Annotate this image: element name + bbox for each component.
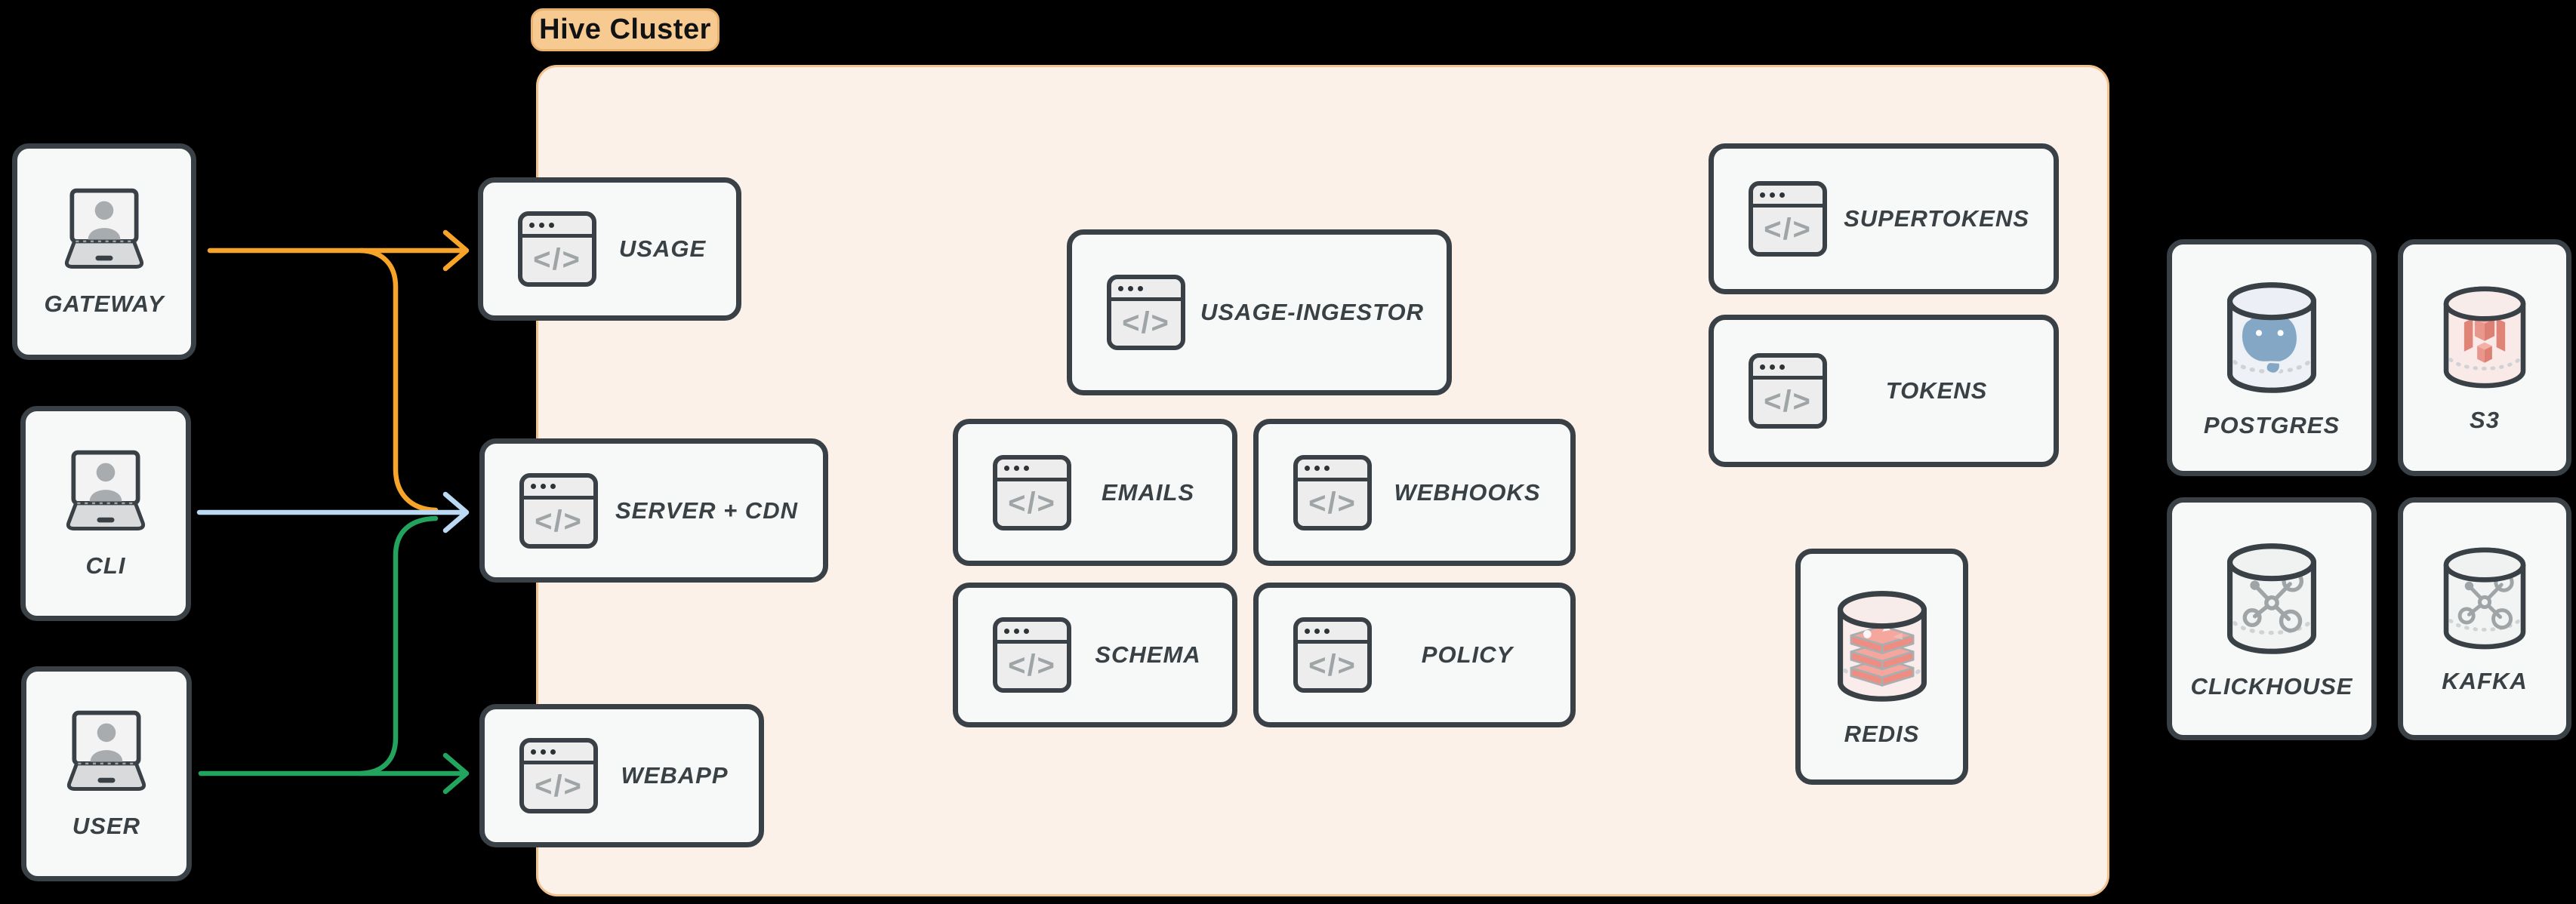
code-glyph: </> bbox=[1122, 306, 1170, 340]
s3-storage-icon bbox=[2432, 281, 2537, 393]
window-titlebar bbox=[1298, 622, 1367, 644]
arrow-gateway-to-server-cdn bbox=[358, 248, 439, 513]
node-label: POLICY bbox=[1421, 641, 1514, 668]
node-label: SUPERTOKENS bbox=[1844, 205, 2029, 232]
postgres-database-icon bbox=[2214, 277, 2329, 398]
node-label: EMAILS bbox=[1101, 478, 1195, 506]
window-titlebar bbox=[524, 743, 593, 764]
node-label: USAGE-INGESTOR bbox=[1200, 299, 1424, 325]
node-user: USER bbox=[21, 666, 192, 881]
code-window-icon: </> bbox=[1107, 275, 1185, 350]
node-label: REDIS bbox=[1844, 721, 1920, 747]
code-window-icon: </> bbox=[993, 454, 1071, 530]
node-kafka: KAFKA bbox=[2398, 497, 2571, 740]
node-label: POSTGRES bbox=[2203, 411, 2340, 438]
node-label: SCHEMA bbox=[1095, 641, 1201, 668]
laptop-user-icon bbox=[44, 447, 168, 534]
hive-cluster-label: Hive Cluster bbox=[531, 8, 719, 51]
code-glyph: </> bbox=[1008, 486, 1056, 520]
node-label: TOKENS bbox=[1885, 377, 1988, 404]
code-glyph: </> bbox=[1764, 385, 1812, 418]
node-clickhouse: CLICKHOUSE bbox=[2167, 497, 2377, 740]
code-glyph: </> bbox=[535, 770, 583, 803]
code-glyph: </> bbox=[1308, 649, 1357, 682]
node-webapp: </> WEBAPP bbox=[479, 704, 764, 847]
node-label: USAGE bbox=[618, 235, 707, 262]
code-window-icon: </> bbox=[1749, 353, 1827, 429]
code-window-icon: </> bbox=[519, 738, 598, 813]
window-titlebar bbox=[1753, 186, 1823, 208]
node-label: CLI bbox=[85, 552, 126, 579]
clickhouse-database-icon bbox=[2214, 538, 2329, 660]
node-postgres: POSTGRES bbox=[2167, 239, 2377, 476]
window-titlebar bbox=[997, 460, 1067, 481]
laptop-user-icon bbox=[42, 186, 166, 272]
node-redis: REDIS bbox=[1795, 549, 1968, 785]
node-tokens: </> TOKENS bbox=[1709, 315, 2059, 467]
arrow-gateway-to-usage bbox=[207, 229, 470, 272]
code-glyph: </> bbox=[1764, 213, 1812, 246]
code-glyph: </> bbox=[533, 243, 581, 276]
code-window-icon: </> bbox=[1293, 454, 1372, 530]
node-supertokens: </> SUPERTOKENS bbox=[1709, 143, 2059, 294]
arrow-user-to-webapp bbox=[198, 752, 470, 795]
window-titlebar bbox=[1753, 358, 1823, 380]
node-s3: S3 bbox=[2398, 239, 2571, 476]
code-window-icon: </> bbox=[993, 617, 1071, 693]
node-label: WEBAPP bbox=[621, 762, 729, 789]
node-schema: </> SCHEMA bbox=[953, 583, 1237, 727]
node-server-cdn: </> SERVER + CDN bbox=[479, 438, 828, 583]
arrow-user-to-server-cdn bbox=[358, 515, 439, 776]
arrow-cli-to-server-cdn bbox=[196, 491, 470, 533]
redis-database-icon bbox=[1825, 586, 1940, 707]
laptop-user-icon bbox=[45, 708, 168, 795]
node-label: CLICKHOUSE bbox=[2190, 672, 2353, 700]
node-label: S3 bbox=[2470, 407, 2500, 433]
node-label: KAFKA bbox=[2442, 668, 2528, 694]
node-usage: </> USAGE bbox=[478, 177, 741, 321]
code-window-icon: </> bbox=[1749, 181, 1827, 257]
node-label: WEBHOOKS bbox=[1394, 478, 1541, 506]
code-glyph: </> bbox=[535, 504, 583, 538]
node-webhooks: </> WEBHOOKS bbox=[1253, 419, 1576, 566]
node-label: SERVER + CDN bbox=[615, 497, 798, 524]
window-titlebar bbox=[522, 216, 592, 238]
code-window-icon: </> bbox=[518, 211, 596, 287]
window-titlebar bbox=[1111, 279, 1181, 301]
window-titlebar bbox=[997, 622, 1067, 644]
kafka-queue-icon bbox=[2432, 543, 2537, 654]
node-emails: </> EMAILS bbox=[953, 419, 1237, 566]
node-policy: </> POLICY bbox=[1253, 583, 1576, 727]
node-gateway: GATEWAY bbox=[12, 143, 196, 360]
code-glyph: </> bbox=[1308, 486, 1357, 520]
node-usage-ingestor: </> USAGE-INGESTOR bbox=[1067, 229, 1452, 395]
node-label: GATEWAY bbox=[44, 291, 165, 317]
code-glyph: </> bbox=[1008, 649, 1056, 682]
window-titlebar bbox=[1298, 460, 1367, 481]
code-window-icon: </> bbox=[1293, 617, 1372, 693]
node-cli: CLI bbox=[20, 406, 191, 621]
code-window-icon: </> bbox=[519, 472, 598, 549]
window-titlebar bbox=[524, 478, 593, 500]
node-label: USER bbox=[72, 813, 141, 839]
